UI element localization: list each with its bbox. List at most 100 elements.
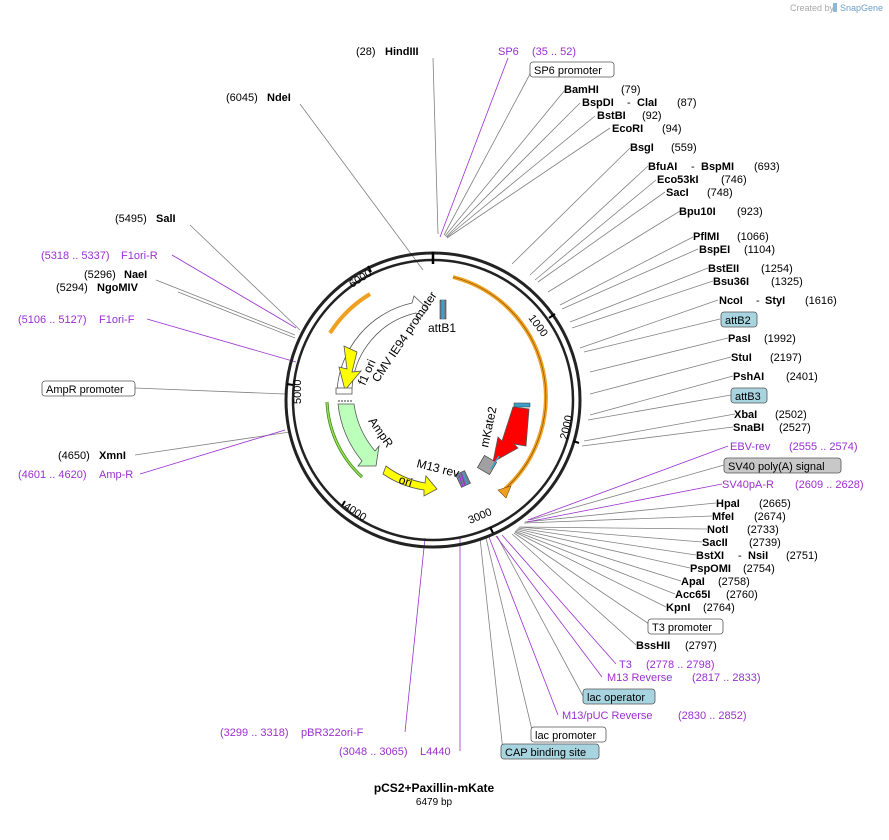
enzyme-sacii-pos: (2739) xyxy=(749,537,781,549)
svg-text:-: - xyxy=(738,550,742,562)
enzyme-hindiii-pos: (28) xyxy=(356,46,376,58)
connector-lines xyxy=(134,57,736,752)
box-attb3: attB3 xyxy=(735,391,761,403)
primer-pbr322ori-f: pBR322ori-F xyxy=(301,727,364,739)
enzyme-xbai-pos: (2502) xyxy=(775,409,807,421)
enzyme-bsu36i: Bsu36I xyxy=(713,276,749,288)
enzyme-noti: NotI xyxy=(707,524,728,536)
enzyme-bstxi: BstXI xyxy=(696,550,724,562)
enzyme-bsgi-pos: (559) xyxy=(671,142,697,154)
svg-text:-: - xyxy=(756,295,760,307)
enzyme-pflmi-pos: (1066) xyxy=(737,231,769,243)
tick-label-2000: 2000 xyxy=(558,414,575,441)
primer-sp6: SP6 xyxy=(498,46,519,58)
ori-feature xyxy=(382,465,438,497)
enzyme-xmni: XmnI xyxy=(99,450,126,462)
enzyme-bstxi-pos: (2751) xyxy=(786,550,818,562)
box-sv40-polya: SV40 poly(A) signal xyxy=(728,461,825,473)
enzyme-bsgi: BsgI xyxy=(630,142,654,154)
enzyme-bfuai: BfuAI xyxy=(648,161,677,173)
enzyme-nsii: NsiI xyxy=(748,550,768,562)
enzyme-pspomi: PspOMI xyxy=(690,563,731,575)
plasmid-size: 6479 bp xyxy=(416,797,453,808)
enzyme-eco53ki: Eco53kI xyxy=(657,174,699,186)
enzyme-bspmi: BspMI xyxy=(701,161,734,173)
mkate2-label: mKate2 xyxy=(477,405,499,449)
enzyme-acc65i-pos: (2760) xyxy=(726,589,758,601)
enzyme-ngomiv-pos: (5294) xyxy=(56,282,88,294)
ampr-promoter-feature xyxy=(335,387,353,395)
box-lac-promoter: lac promoter xyxy=(535,730,596,742)
cmv-label: CMV IE94 promoter xyxy=(369,289,440,385)
enzyme-ecori: EcoRI xyxy=(612,123,643,135)
box-t3-promoter: T3 promoter xyxy=(652,622,712,634)
m13-rev-label: M13 rev xyxy=(415,456,460,480)
enzyme-ndei-pos: (6045) xyxy=(226,92,258,104)
ori-label: ori xyxy=(397,472,414,489)
tick-label-3000: 3000 xyxy=(466,506,493,527)
enzyme-pasi: PasI xyxy=(728,333,751,345)
enzyme-bspei-pos: (1104) xyxy=(744,244,775,256)
enzyme-ecori-pos: (94) xyxy=(662,123,682,135)
primer-sv40pa-r: SV40pA-R xyxy=(722,479,774,491)
enzyme-sali-pos: (5495) xyxy=(115,213,147,225)
enzyme-sali: SalI xyxy=(156,213,176,225)
enzyme-stui-pos: (2197) xyxy=(770,352,802,364)
enzyme-ncoi-pos: (1616) xyxy=(805,295,837,307)
box-lac-operator: lac operator xyxy=(587,692,645,704)
box-attb2: attB2 xyxy=(725,315,751,327)
primer-pbr322ori-f-range: (3299 .. 3318) xyxy=(220,727,289,739)
enzyme-pasi-pos: (1992) xyxy=(764,333,796,345)
enzyme-hindiii: HindIII xyxy=(385,46,419,58)
enzyme-pshai: PshAI xyxy=(733,371,764,383)
primer-f1ori-r-range: (5318 .. 5337) xyxy=(41,250,110,262)
primer-lines xyxy=(139,57,729,751)
plasmid-name: pCS2+Paxillin-mKate xyxy=(374,781,495,795)
enzyme-xmni-pos: (4650) xyxy=(58,450,90,462)
primer-l4440: L4440 xyxy=(420,746,451,758)
enzyme-saci-pos: (748) xyxy=(707,187,733,199)
snapgene-logo-icon xyxy=(833,3,837,12)
enzyme-kpni-pos: (2764) xyxy=(703,602,735,614)
enzyme-xbai: XbaI xyxy=(734,409,757,421)
enzyme-bpu10i-pos: (923) xyxy=(737,206,763,218)
primer-l4440-range: (3048 .. 3065) xyxy=(339,746,408,758)
right-enzyme-labels: BamHI (79) BspDI - ClaI (87) BstBI (92) … xyxy=(564,84,837,652)
primer-m13-reverse: M13 Reverse xyxy=(607,672,672,684)
enzyme-snabi-pos: (2527) xyxy=(779,422,811,434)
enzyme-bfuai-pos: (693) xyxy=(754,161,780,173)
enzyme-ncoi: NcoI xyxy=(719,295,743,307)
enzyme-hpai-pos: (2665) xyxy=(759,498,791,510)
enzyme-noti-pos: (2733) xyxy=(747,524,779,536)
credit-text: Created by xyxy=(790,3,835,13)
enzyme-mfei-pos: (2674) xyxy=(754,511,786,523)
lac-cluster-feature xyxy=(455,470,471,488)
box-cap-binding-site: CAP binding site xyxy=(505,747,586,759)
primer-f1ori-f: F1ori-F xyxy=(99,314,135,326)
enzyme-bsu36i-pos: (1325) xyxy=(771,276,803,288)
enzyme-bspdi: BspDI xyxy=(582,97,614,109)
attb3-feature xyxy=(490,455,500,470)
enzyme-pspomi-pos: (2754) xyxy=(743,563,775,575)
ampr-feature xyxy=(337,403,380,467)
enzyme-ngomiv: NgoMIV xyxy=(97,282,139,294)
enzyme-saci: SacI xyxy=(666,187,689,199)
primer-sp6-range: (35 .. 52) xyxy=(532,46,576,58)
enzyme-bsshii: BssHII xyxy=(636,640,670,652)
enzyme-bsteii-pos: (1254) xyxy=(761,263,793,275)
ampr-arc-light xyxy=(326,401,363,478)
enzyme-bspdi-pos: (87) xyxy=(677,97,697,109)
tick-label-4000: 4000 xyxy=(341,500,368,523)
primer-ebv-rev-range: (2555 .. 2574) xyxy=(789,441,858,453)
f1-ori-feature xyxy=(338,345,362,391)
enzyme-naei-pos: (5296) xyxy=(84,269,116,281)
attb2-feature xyxy=(513,402,531,408)
tick-label-5000: 5000 xyxy=(292,380,304,404)
enzyme-bamhi-pos: (79) xyxy=(621,84,641,96)
enzyme-eco53ki-pos: (746) xyxy=(721,174,747,186)
sv40-feature xyxy=(477,455,497,475)
boxed-labels: SP6 promoter attB2 attB3 SV40 poly(A) si… xyxy=(41,61,842,760)
enzyme-bstbi: BstBI xyxy=(597,110,626,122)
box-ampr-promoter: AmpR promoter xyxy=(46,384,124,396)
